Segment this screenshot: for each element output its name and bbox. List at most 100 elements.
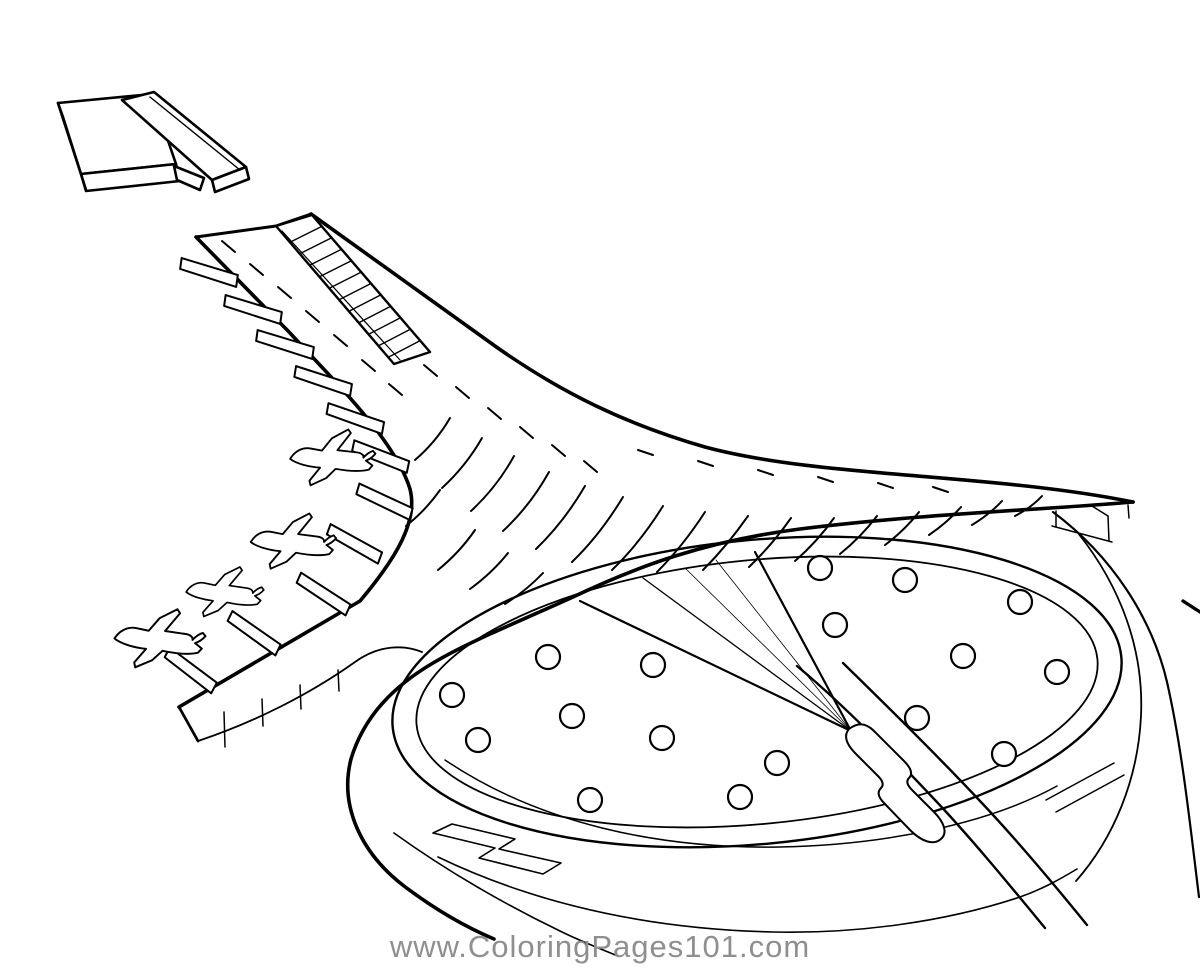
skylight-dot	[648, 724, 676, 752]
walkway-rung	[299, 237, 333, 255]
airplane-icon	[248, 511, 339, 571]
airplane-icon	[112, 607, 208, 670]
watermark-text: www.ColoringPages101.com	[389, 929, 811, 964]
walkway-rung	[289, 225, 323, 243]
lower-roads	[393, 832, 1078, 957]
pier-walkway	[274, 213, 432, 366]
roof-rib	[469, 552, 509, 590]
walkway-rungs	[289, 225, 421, 358]
roof-rib	[414, 417, 451, 461]
roof-rib	[535, 485, 586, 550]
airplane-icon	[184, 565, 266, 618]
plaza-band-mid-line	[444, 759, 1058, 848]
building-b-front	[210, 165, 251, 194]
lower-road-a	[393, 832, 619, 957]
roof-rib	[884, 511, 920, 546]
plaza-fan-line	[715, 559, 852, 732]
roof-dash	[277, 286, 292, 299]
plaza-band-gap-left	[432, 823, 562, 875]
roof-dash	[423, 364, 438, 377]
plaza-fan-line	[578, 599, 853, 733]
walkway-rung	[358, 305, 392, 324]
roof-dash	[519, 426, 534, 439]
roof-dash	[551, 444, 566, 457]
roof-rib	[571, 496, 624, 563]
terminal-top-edge	[309, 212, 1135, 504]
right-edge-dash	[1181, 599, 1200, 614]
jet-bridge	[322, 523, 387, 565]
plaza-band-gap-right	[1045, 762, 1125, 813]
roof-rib	[839, 515, 878, 555]
skylight-dot	[1006, 588, 1034, 616]
roof-dash	[249, 263, 264, 276]
diagonal-road	[795, 661, 1089, 930]
roof-dash	[637, 449, 654, 456]
roof-dash	[455, 386, 470, 399]
skylight-dot	[726, 783, 754, 811]
skylight-dot	[949, 642, 977, 670]
pier-bottom-edge	[197, 646, 423, 742]
jet-bridge	[291, 571, 356, 617]
plaza-fan-line	[684, 567, 852, 732]
walkway-rung	[348, 294, 382, 312]
roof-dash-marks	[221, 240, 949, 493]
skylight-dot	[891, 566, 919, 594]
roof-rib	[504, 572, 544, 605]
roof-dash	[221, 240, 236, 253]
road-right-edge	[841, 661, 1089, 927]
skylight-dot	[464, 726, 492, 754]
tip-canopy	[1051, 504, 1130, 543]
roof-rib	[405, 489, 441, 527]
roof-rib-lines	[405, 417, 1043, 605]
walkway-outline	[274, 213, 432, 366]
skylight-dot	[534, 643, 562, 671]
building-a-side	[56, 101, 88, 192]
plaza-fan-line	[753, 550, 853, 733]
building-b-ridge	[149, 96, 241, 171]
roof-rib	[437, 529, 476, 571]
right-road-inner	[1075, 532, 1143, 882]
roof-dash	[932, 486, 949, 493]
roof-dash	[333, 334, 348, 347]
plaza-outer-rim	[391, 535, 1123, 849]
skylight-dot	[1043, 658, 1071, 686]
plaza-inner-rim	[415, 555, 1099, 829]
cargo-buildings	[56, 90, 251, 194]
roof-dash	[305, 310, 320, 323]
roof-dash	[361, 359, 376, 372]
buildings-connector	[172, 164, 206, 192]
walkway-rung	[377, 328, 411, 347]
roof-dash	[388, 383, 403, 396]
roof-rib	[971, 500, 1003, 526]
plaza-fan-line	[642, 577, 852, 732]
roof-rib	[611, 505, 664, 571]
pier-end-face	[177, 705, 200, 743]
roof-dash	[757, 469, 774, 476]
walkway-rung	[367, 317, 402, 335]
skylight-dot	[438, 681, 466, 709]
walkway-rung	[338, 282, 372, 301]
oval-plaza	[391, 535, 1125, 875]
jet-bridge	[352, 482, 417, 521]
roof-dash	[877, 482, 894, 489]
roof-rib	[1014, 495, 1043, 517]
roof-dash	[817, 476, 834, 483]
skylight-dot	[763, 749, 791, 777]
walkway-rung	[328, 271, 362, 289]
skylight-dot	[558, 702, 586, 730]
walkway-rung	[318, 260, 352, 278]
skylight-dots	[438, 554, 1071, 814]
right-roads	[1051, 510, 1200, 899]
pier-pillars	[223, 669, 340, 748]
roof-dash	[583, 460, 598, 473]
roof-rib	[441, 437, 483, 489]
roof-rib	[470, 455, 515, 512]
walkway-rung	[387, 339, 421, 358]
skylight-dot	[639, 651, 667, 679]
lower-road-b	[437, 856, 1078, 934]
airplane-icon	[287, 426, 379, 488]
skylight-dot	[990, 740, 1018, 768]
skylight-dot	[576, 786, 604, 814]
skylight-dot	[821, 611, 849, 639]
